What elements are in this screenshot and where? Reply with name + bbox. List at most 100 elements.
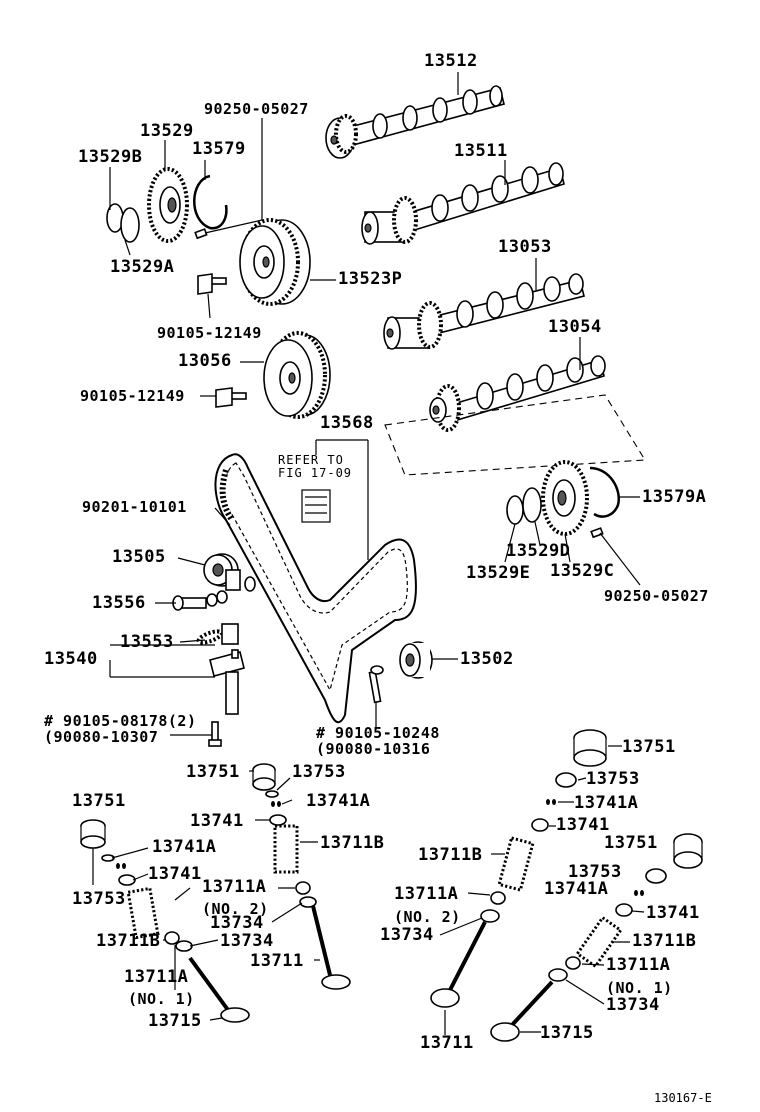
gear-13529 xyxy=(147,167,189,243)
label-13711a-c: 13711A xyxy=(394,884,459,904)
snap-ring-13579 xyxy=(193,174,228,230)
camshaft-13511 xyxy=(361,162,565,245)
label-13751-c: 13751 xyxy=(622,737,676,757)
pulley-13056 xyxy=(263,331,331,419)
leader-lines-upper xyxy=(109,72,641,736)
label-13553: 13553 xyxy=(120,632,174,652)
label-13568: 13568 xyxy=(320,413,374,433)
label-13054: 13054 xyxy=(548,317,602,337)
label-no2-b: (NO. 2) xyxy=(394,908,461,926)
label-13715-a: 13715 xyxy=(148,1011,202,1031)
ring-13529a xyxy=(120,207,140,243)
label-13529: 13529 xyxy=(140,121,194,141)
label-13751-b: 13751 xyxy=(72,791,126,811)
bolt-90105a xyxy=(197,273,227,295)
label-13711-a: 13711 xyxy=(250,951,304,971)
label-13741a-c: 13741A xyxy=(574,793,639,813)
ref-note-line1: REFER TO xyxy=(278,453,344,467)
label-13734-d: 13734 xyxy=(606,995,660,1015)
label-13715-b: 13715 xyxy=(540,1023,594,1043)
label-no2-a: (NO. 2) xyxy=(202,900,269,918)
label-90105-10248: # 90105-10248 xyxy=(316,724,440,742)
label-13529c: 13529C xyxy=(550,561,615,581)
valve-set-right xyxy=(430,729,703,1042)
pulley-13523p xyxy=(239,218,311,306)
label-90201-10101: 90201-10101 xyxy=(82,498,187,516)
valve-set-left xyxy=(80,763,351,1023)
label-13753-a: 13753 xyxy=(292,762,346,782)
bolt-13556 xyxy=(172,590,228,611)
label-13579: 13579 xyxy=(192,139,246,159)
label-13753-c: 13753 xyxy=(586,769,640,789)
label-13734-b: 13734 xyxy=(220,931,274,951)
label-13529e: 13529E xyxy=(466,563,531,583)
label-no1-a: (NO. 1) xyxy=(128,990,195,1008)
label-13502: 13502 xyxy=(460,649,514,669)
label-no1-b: (NO. 1) xyxy=(606,979,673,997)
camshaft-13054 xyxy=(429,355,606,432)
label-13741-c: 13741 xyxy=(556,815,610,835)
bolt-90105d xyxy=(368,665,384,704)
label-90105-12149-a: 90105-12149 xyxy=(157,324,262,342)
idler-13502 xyxy=(399,641,433,679)
label-13734-a: 13734 xyxy=(210,913,264,933)
gear-13529c xyxy=(541,460,589,536)
bolt-90105c xyxy=(208,721,222,747)
label-13711b-a: 13711B xyxy=(320,833,385,853)
label-13741-a: 13741 xyxy=(190,811,244,831)
label-90250-05027-b: 90250-05027 xyxy=(604,587,709,605)
label-13711-b: 13711 xyxy=(420,1033,474,1053)
label-13734-c: 13734 xyxy=(380,925,434,945)
label-90080-10307: (90080-10307 xyxy=(44,728,159,746)
tensioner-13553 xyxy=(196,623,239,645)
ref-note-line2: FIG 17-09 xyxy=(278,466,353,480)
bolt-90105b xyxy=(215,387,247,408)
label-90105-08178: # 90105-08178(2) xyxy=(44,712,197,730)
label-13741a-a: 13741A xyxy=(306,791,371,811)
label-13711a-a: 13711A xyxy=(202,877,267,897)
camshaft-13512 xyxy=(325,85,505,159)
ring-13529d xyxy=(522,487,542,523)
camshaft-13053 xyxy=(383,273,585,350)
ring-13529e xyxy=(506,495,524,525)
dashed-group-outline xyxy=(384,394,646,476)
label-13741-b: 13741 xyxy=(148,864,202,884)
figure-code: 130167-E xyxy=(654,1091,712,1105)
label-90250-05027-a: 90250-05027 xyxy=(204,100,309,118)
pin-90250a xyxy=(194,228,208,240)
label-13751-d: 13751 xyxy=(604,833,658,853)
tensioner-rod-13540 xyxy=(209,649,245,715)
label-13556: 13556 xyxy=(92,593,146,613)
label-13540: 13540 xyxy=(44,649,98,669)
label-13512: 13512 xyxy=(424,51,478,71)
label-13741-d: 13741 xyxy=(646,903,700,923)
label-13741a-b: 13741A xyxy=(152,837,217,857)
label-13505: 13505 xyxy=(112,547,166,567)
label-13511: 13511 xyxy=(454,141,508,161)
label-90080-10316: (90080-10316 xyxy=(316,740,431,758)
label-90105-12149-b: 90105-12149 xyxy=(80,387,185,405)
leader-lines-lower xyxy=(92,745,645,1035)
label-13711a-b: 13711A xyxy=(124,967,189,987)
label-13711b-b: 13711B xyxy=(96,931,161,951)
ref-note-icon xyxy=(301,489,331,523)
pin-90250b xyxy=(590,527,604,539)
label-13056: 13056 xyxy=(178,351,232,371)
label-13753-b: 13753 xyxy=(72,889,126,909)
idler-13505 xyxy=(203,553,256,592)
label-13741a-d: 13741A xyxy=(544,879,609,899)
label-13579a: 13579A xyxy=(642,487,707,507)
label-13753-d: 13753 xyxy=(568,862,622,882)
label-13529a: 13529A xyxy=(110,257,175,277)
label-13711b-c: 13711B xyxy=(418,845,483,865)
label-13751-a: 13751 xyxy=(186,762,240,782)
label-13529b: 13529B xyxy=(78,147,143,167)
label-13711b-d: 13711B xyxy=(632,931,697,951)
label-13523p: 13523P xyxy=(338,269,403,289)
label-13053: 13053 xyxy=(498,237,552,257)
label-13711a-d: 13711A xyxy=(606,955,671,975)
label-13529d: 13529D xyxy=(506,541,571,561)
snap-ring-13579a xyxy=(589,466,621,518)
